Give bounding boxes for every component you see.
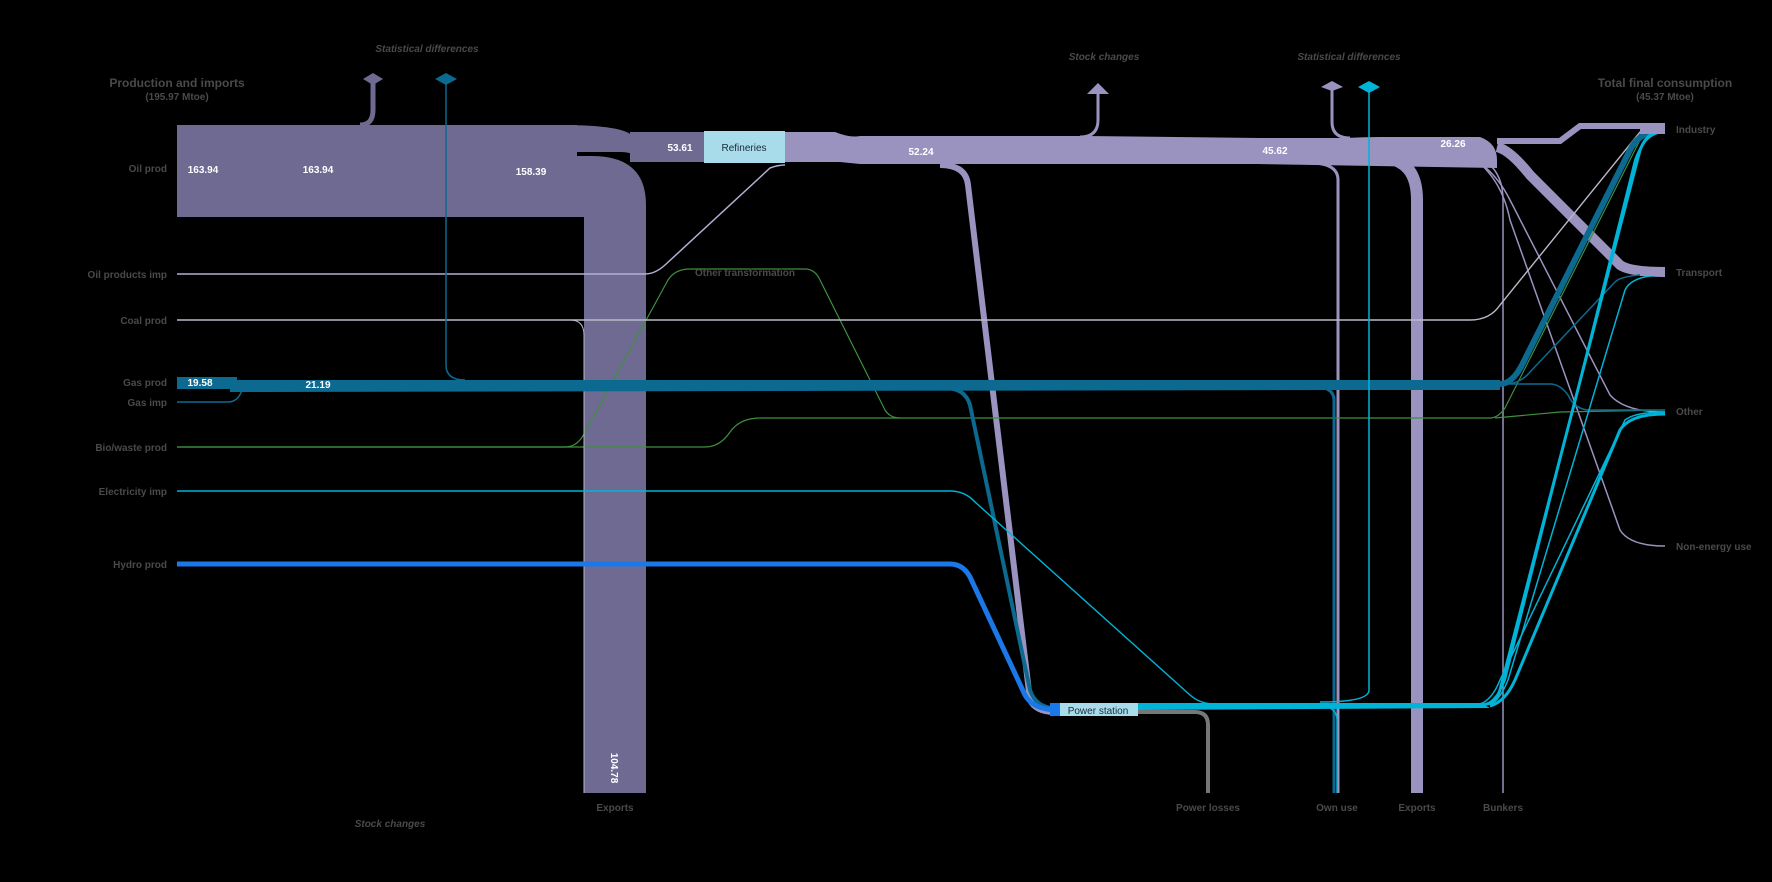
bottom-exports-right: Exports bbox=[1398, 803, 1436, 814]
source-oil-prod: Oil prod bbox=[129, 164, 167, 175]
oil-stat-diff-right-branch bbox=[1330, 88, 1351, 140]
refineries-node bbox=[704, 131, 785, 163]
transport-sink bbox=[1640, 267, 1665, 276]
elec-to-industry-3 bbox=[1479, 411, 1666, 705]
refineries-label: Refineries bbox=[721, 143, 766, 154]
source-gas-prod: Gas prod bbox=[123, 378, 167, 389]
value-ref-mid: 45.62 bbox=[1262, 146, 1287, 157]
oil-to-refineries bbox=[630, 132, 704, 162]
elec-to-industry-2 bbox=[1484, 131, 1666, 706]
gas-imp-flow bbox=[177, 389, 243, 403]
elec-stat-diff-branch bbox=[1319, 90, 1370, 703]
value-ref-out: 52.24 bbox=[908, 147, 933, 158]
value-oil-3: 158.39 bbox=[516, 167, 547, 178]
stock-changes-top-arrow bbox=[1087, 83, 1109, 94]
right-subtitle: (45.37 Mtoe) bbox=[1636, 92, 1694, 103]
elec-to-transport bbox=[1489, 274, 1666, 706]
oil-own-use bbox=[1309, 161, 1340, 793]
bio-prod-flow bbox=[177, 268, 901, 448]
bottom-exports-left: Exports bbox=[596, 803, 634, 814]
gas-own-use bbox=[1309, 384, 1336, 793]
power-own-use bbox=[1309, 703, 1338, 793]
bottom-bunkers: Bunkers bbox=[1483, 803, 1523, 814]
value-oil-1: 163.94 bbox=[188, 165, 219, 176]
right-title: Total final consumption bbox=[1598, 76, 1732, 90]
oil-products-flow bbox=[785, 132, 1497, 168]
coal-to-exports bbox=[569, 319, 585, 793]
source-coal-prod: Coal prod bbox=[120, 316, 167, 327]
oil-to-bunkers bbox=[1439, 149, 1504, 793]
left-title: Production and imports bbox=[109, 76, 245, 90]
bottom-power-losses: Power losses bbox=[1176, 803, 1240, 814]
oil-prod-band bbox=[177, 125, 577, 217]
annotation-stat-diff-right: Statistical differences bbox=[1297, 52, 1401, 63]
electricity-imp-flow bbox=[177, 490, 1216, 705]
power-station-input-bar bbox=[1050, 703, 1060, 716]
source-biowaste-prod: Bio/waste prod bbox=[95, 443, 167, 454]
oil-to-other bbox=[1449, 147, 1666, 413]
source-oil-products-imp: Oil products imp bbox=[88, 270, 167, 281]
sink-non-energy: Non-energy use bbox=[1676, 542, 1752, 553]
sink-transport: Transport bbox=[1676, 268, 1723, 279]
oil-products-imp-flow bbox=[177, 164, 786, 275]
other-transformation-label: Other transformation bbox=[695, 268, 795, 279]
left-subtitle: (195.97 Mtoe) bbox=[145, 92, 208, 103]
bottom-own-use: Own use bbox=[1316, 803, 1358, 814]
sink-other: Other bbox=[1676, 407, 1703, 418]
stat-diff-left-marker-2 bbox=[435, 73, 457, 85]
sink-industry: Industry bbox=[1676, 125, 1716, 136]
oil-stat-diff-branch bbox=[359, 82, 376, 128]
power-out-flow bbox=[1138, 703, 1490, 710]
value-ref-end: 26.26 bbox=[1440, 139, 1465, 150]
annotation-stock-changes-bottom: Stock changes bbox=[355, 819, 426, 830]
elec-to-other bbox=[1489, 412, 1666, 708]
stat-diff-left-marker bbox=[363, 73, 383, 85]
value-refinery-in: 53.61 bbox=[667, 143, 692, 154]
value-gas-1: 19.58 bbox=[187, 378, 212, 389]
oil-to-power bbox=[939, 162, 1056, 715]
hydro-prod-flow bbox=[177, 561, 1059, 713]
power-losses-flow bbox=[1138, 710, 1210, 793]
stock-changes-branch bbox=[1079, 93, 1100, 139]
gas-stat-diff-branch bbox=[445, 80, 466, 381]
gas-prod-flow bbox=[177, 377, 237, 389]
gas-main-flow bbox=[230, 380, 1500, 392]
source-hydro-prod: Hydro prod bbox=[113, 560, 167, 571]
annotation-stock-changes-top: Stock changes bbox=[1069, 52, 1140, 63]
oil-to-non-energy bbox=[1459, 149, 1666, 547]
source-gas-imp: Gas imp bbox=[128, 398, 167, 409]
power-station-label: Power station bbox=[1068, 706, 1129, 717]
value-gas-2: 21.19 bbox=[305, 380, 330, 391]
oil-exports-flow bbox=[577, 156, 646, 793]
value-oil-2: 163.94 bbox=[303, 165, 334, 176]
annotation-stat-diff-left: Statistical differences bbox=[375, 44, 479, 55]
oil-exports-right bbox=[1379, 152, 1423, 793]
source-electricity-imp: Electricity imp bbox=[99, 487, 167, 498]
oil-to-industry bbox=[1497, 123, 1665, 144]
stat-diff-right-marker-2 bbox=[1358, 81, 1380, 93]
power-station-node bbox=[1058, 703, 1138, 716]
industry-sink bbox=[1640, 124, 1665, 134]
value-exports: 104.78 bbox=[608, 753, 619, 784]
gas-to-other bbox=[1480, 383, 1665, 411]
stat-diff-right-marker-1 bbox=[1321, 81, 1343, 91]
